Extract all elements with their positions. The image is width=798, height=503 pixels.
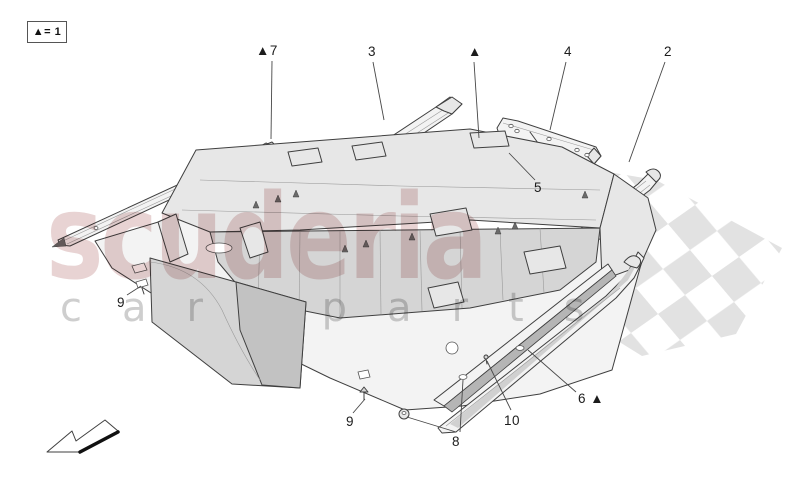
callout-6[interactable]: 6 ▲: [578, 391, 605, 406]
leader-8a: [406, 416, 457, 433]
part-6-sill-rail-outer: [437, 251, 645, 434]
leader-2: [628, 61, 666, 163]
callout-10[interactable]: 10: [504, 413, 521, 428]
leader-1: [473, 61, 480, 139]
leader-5: [508, 152, 536, 181]
leader-6: [527, 349, 577, 393]
callout-4[interactable]: 4: [564, 44, 573, 59]
clip-9-left: [135, 278, 149, 295]
leader-4: [549, 61, 567, 131]
callout-9-bottom[interactable]: 9: [346, 414, 355, 429]
leader-9-left: [126, 285, 142, 296]
leader-9-bottom: [352, 398, 366, 414]
callout-3[interactable]: 3: [368, 44, 377, 59]
grommet-8: [398, 408, 410, 420]
part-1-main-structure: [94, 128, 657, 420]
direction-arrow: [46, 419, 120, 454]
part-10-reinforcement-strip: [433, 263, 617, 413]
leader-7: [270, 60, 273, 140]
leader-8b: [459, 379, 464, 433]
leader-10: [486, 360, 512, 411]
callout-2[interactable]: 2: [664, 44, 673, 59]
clip-9-bottom: [359, 386, 369, 401]
callout-8[interactable]: 8: [452, 434, 461, 449]
callout-leaders: [126, 60, 666, 433]
callout-5[interactable]: 5: [534, 180, 543, 195]
legend-box: ▲= 1: [27, 21, 67, 43]
callout-7[interactable]: ▲7: [256, 43, 278, 58]
leader-3: [372, 61, 385, 121]
screw-10: [483, 354, 489, 365]
callout-9-left[interactable]: 9: [117, 295, 126, 310]
callout-1-triangle[interactable]: ▲: [468, 44, 482, 59]
